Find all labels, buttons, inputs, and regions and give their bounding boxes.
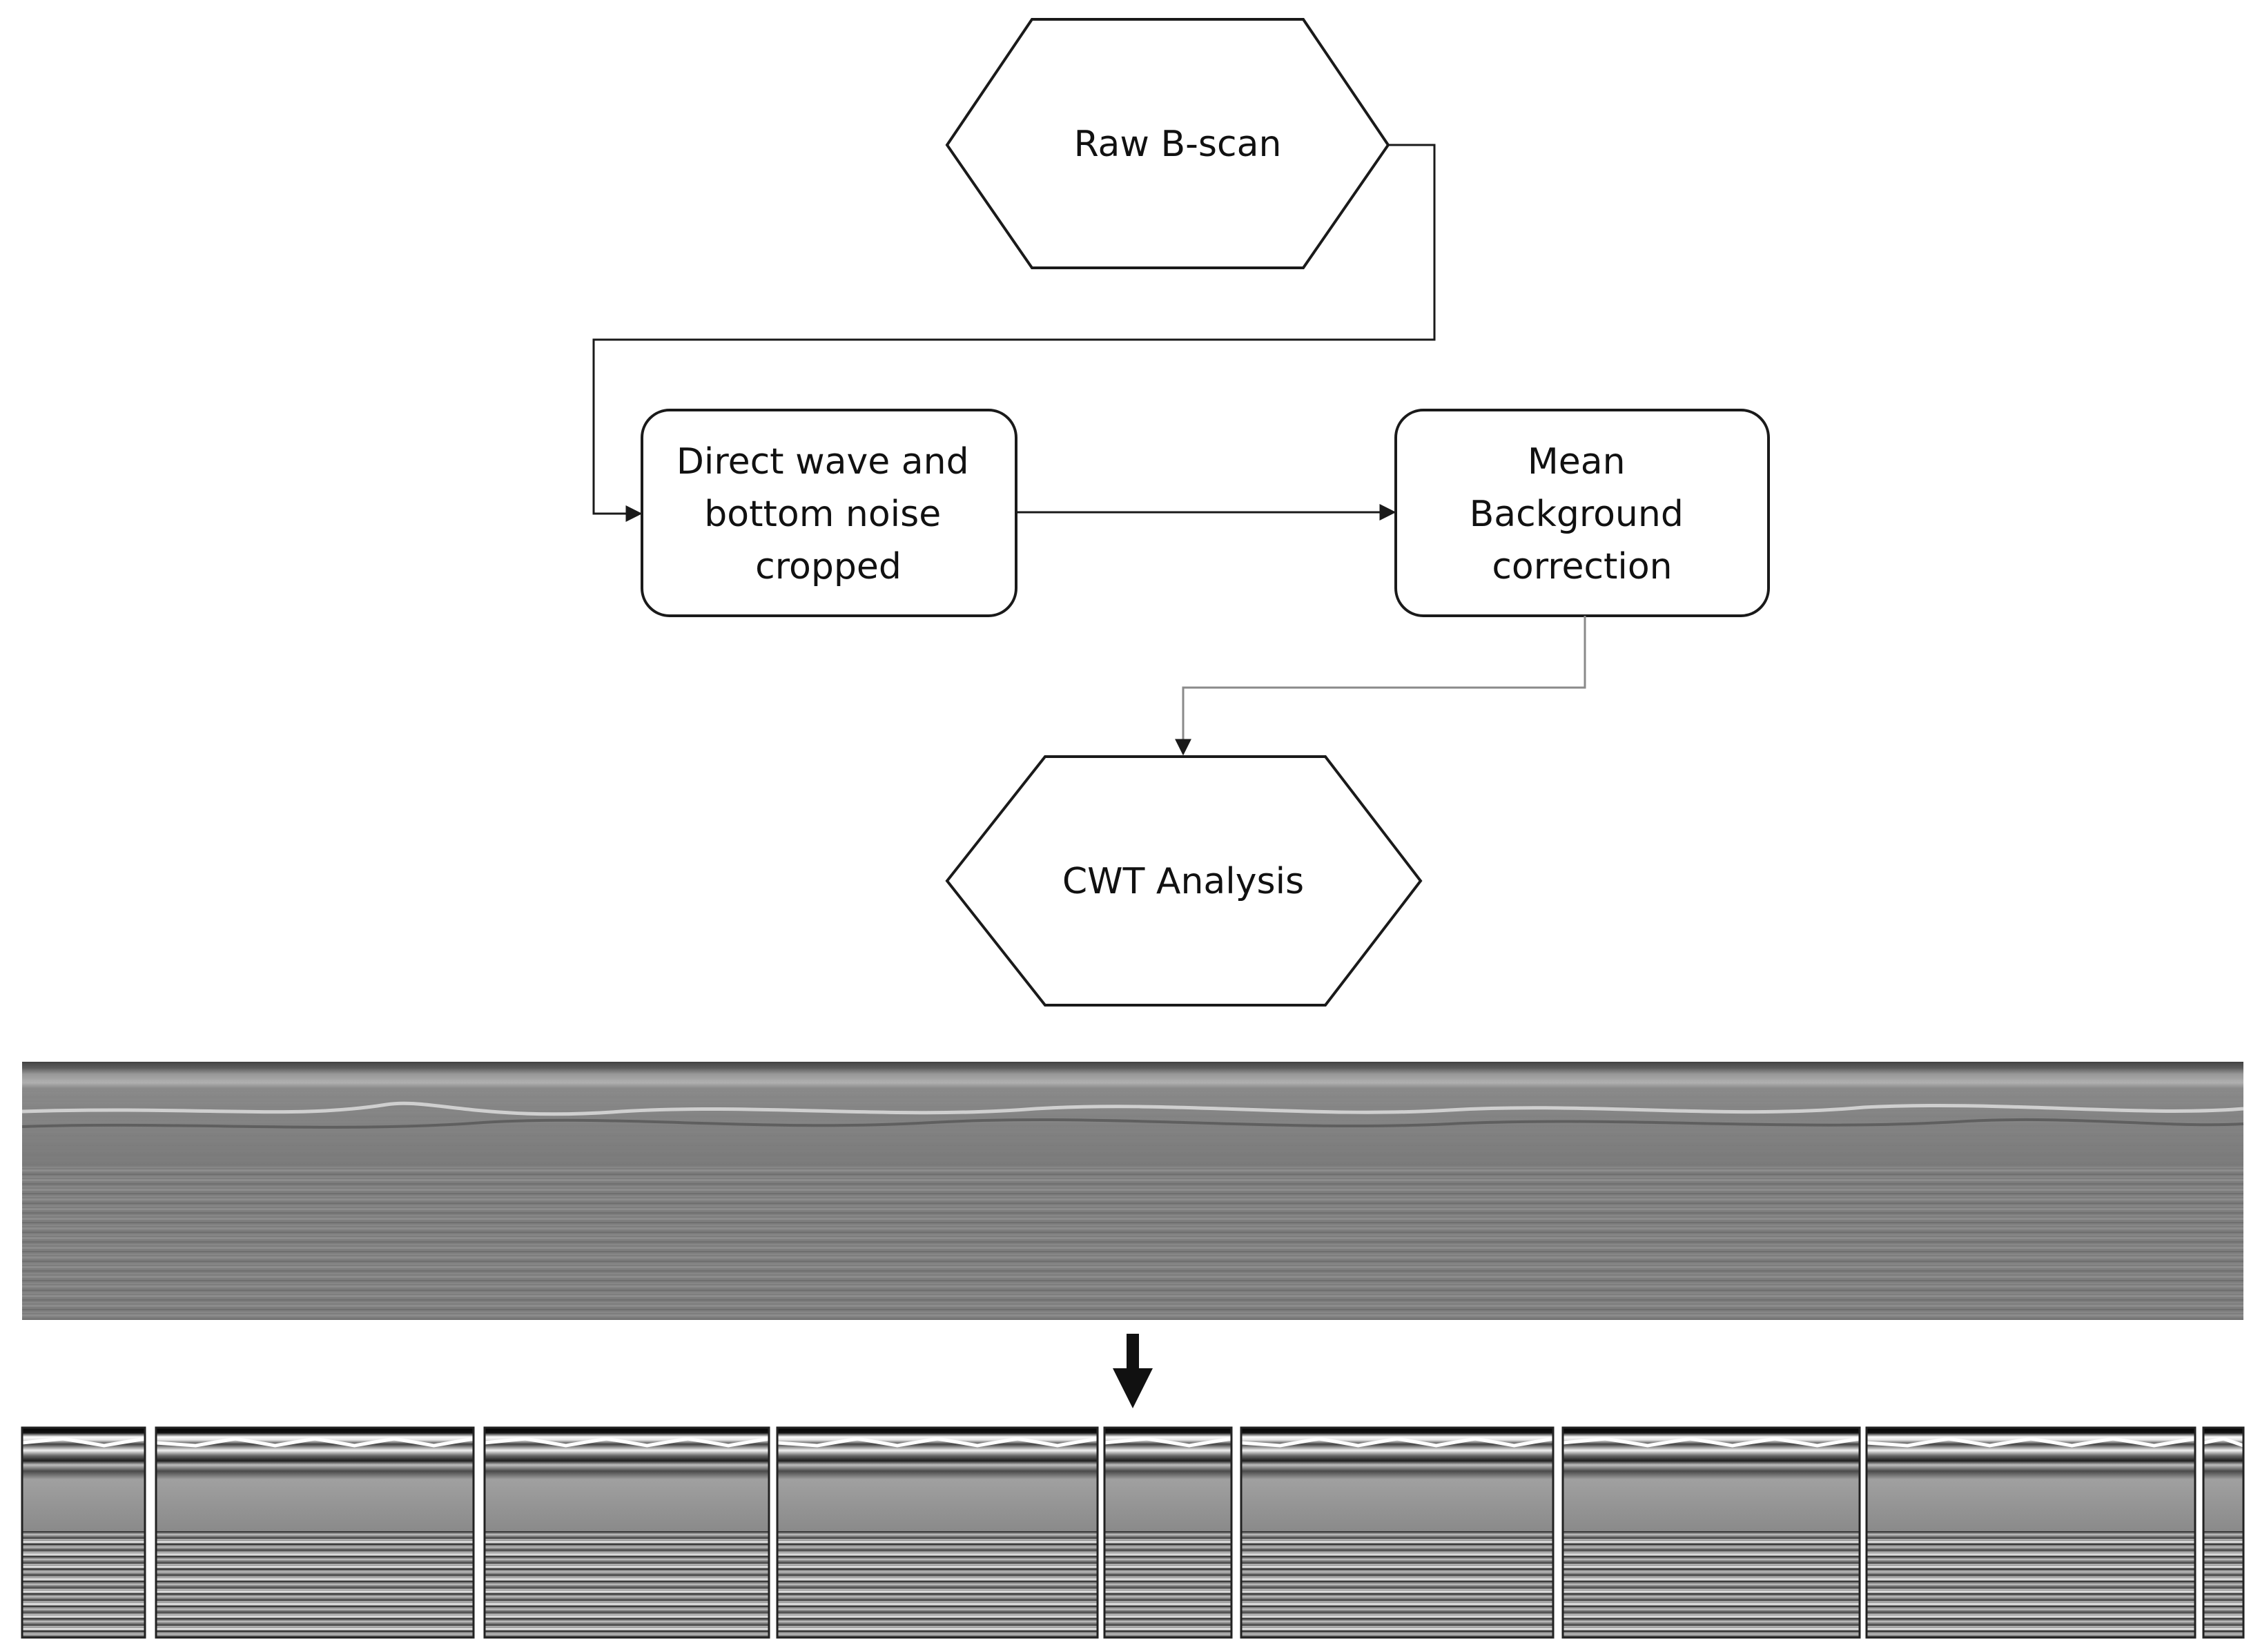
bscan-segment-5 xyxy=(1103,1426,1233,1639)
end-terminator-label: CWT Analysis xyxy=(1062,861,1304,902)
process-background-line-1: Mean xyxy=(1528,441,1626,483)
bscan-segment-1 xyxy=(21,1426,146,1639)
bscan-segment-8 xyxy=(1865,1426,2196,1639)
process-background-line-3: correction xyxy=(1492,546,1672,587)
process-crop-line-3: cropped xyxy=(755,546,902,587)
process-background-line-2: Background xyxy=(1470,494,1684,535)
bscan-segment-7 xyxy=(1561,1426,1861,1639)
process-crop-line-2: bottom noise xyxy=(704,494,941,535)
raw-bscan-image xyxy=(21,1062,2244,1320)
bscan-segment-2 xyxy=(155,1426,475,1639)
process-box-crop-label: Direct wave and bottom noise cropped xyxy=(676,441,980,587)
process-box-background xyxy=(1394,409,1770,617)
down-arrow-icon xyxy=(1113,1334,1153,1408)
bscan-segment-3 xyxy=(483,1426,770,1639)
bscan-segment-4 xyxy=(776,1426,1099,1639)
connector-step2-to-end xyxy=(1175,616,1586,756)
process-crop-line-1: Direct wave and xyxy=(676,441,969,483)
bscan-segment-6 xyxy=(1240,1426,1555,1639)
bscan-segment-9 xyxy=(2202,1426,2245,1639)
process-box-background-label: Mean Background correction xyxy=(1470,441,1695,587)
start-terminator-label: Raw B-scan xyxy=(1074,124,1282,165)
end-terminator-shape xyxy=(945,755,1423,1007)
connector-start-to-step1 xyxy=(592,144,1436,522)
processed-bscan-segments xyxy=(21,1426,2245,1639)
